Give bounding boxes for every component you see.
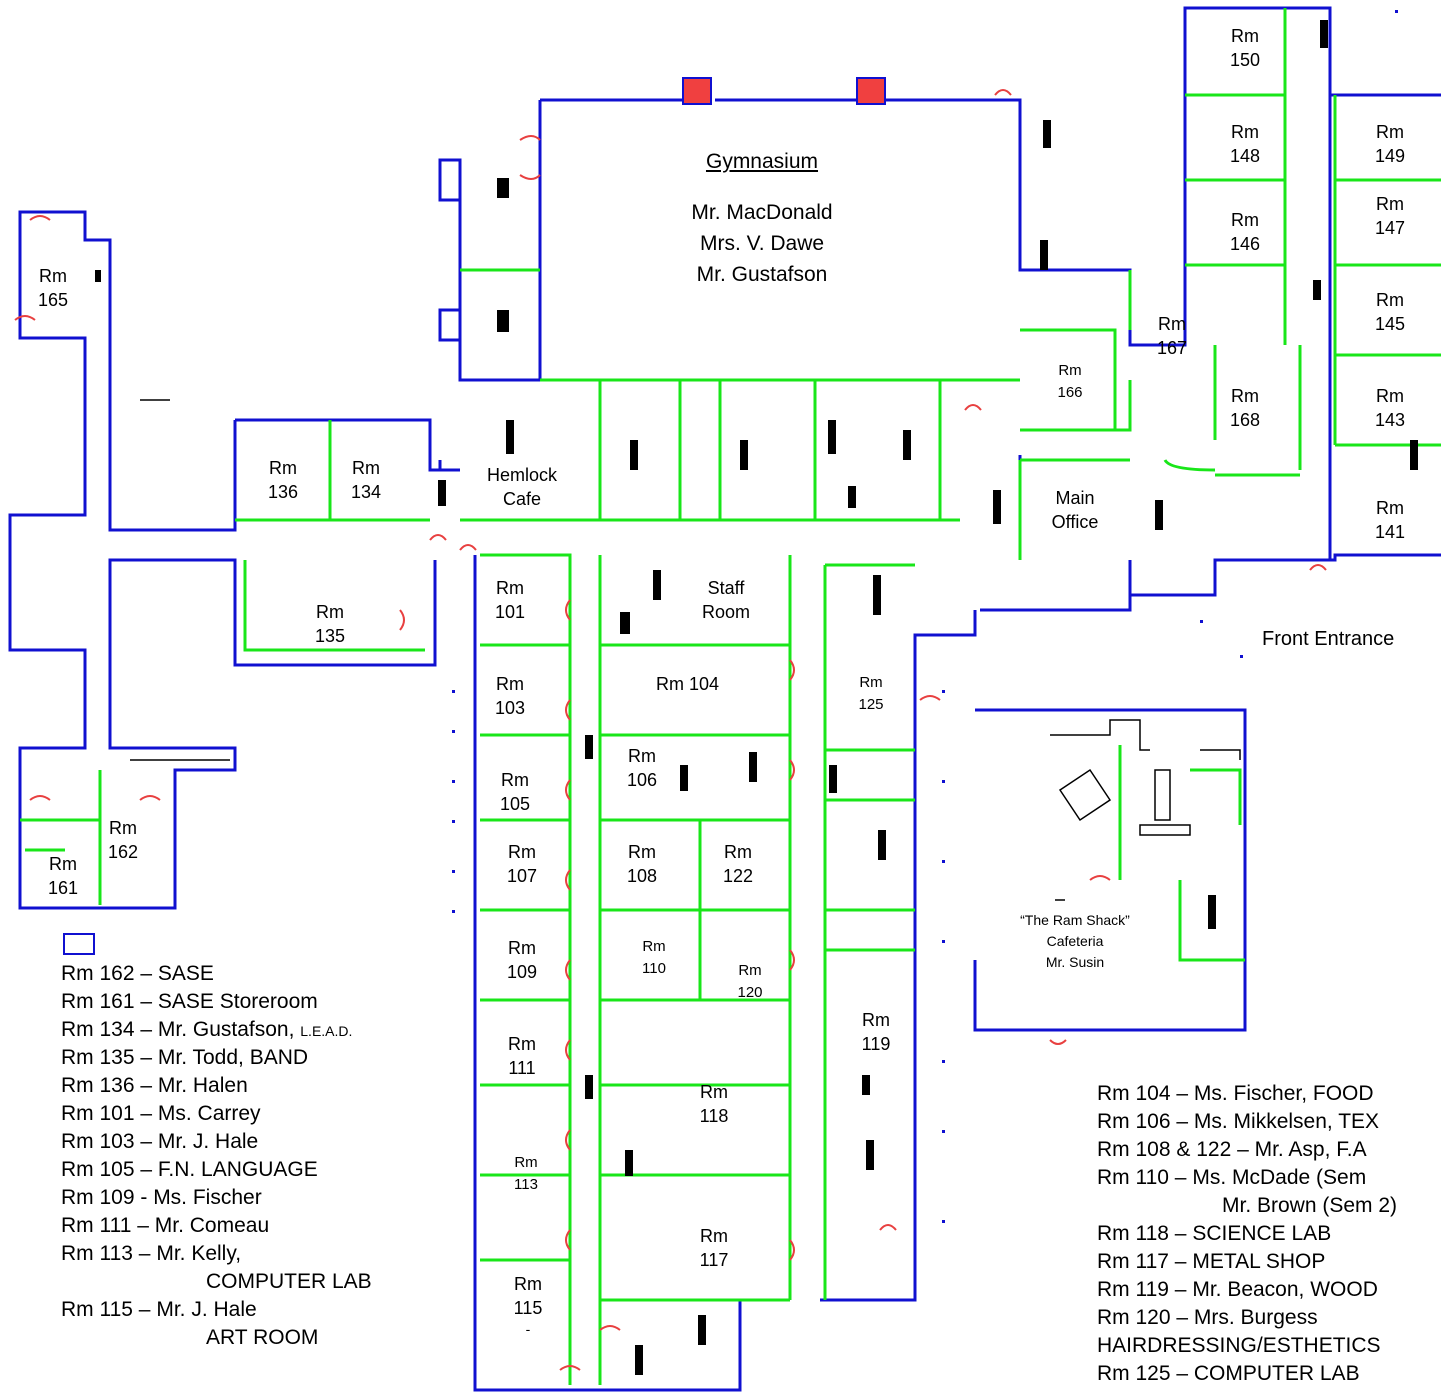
legend-item: Rm 125 – COMPUTER LAB [1097, 1362, 1360, 1385]
legend-item: HAIRDRESSING/ESTHETICS [1097, 1334, 1381, 1357]
legend-left: Rm 162 – SASE Rm 161 – SASE Storeroom Rm… [61, 960, 372, 1352]
gym-staff-1: Mr. MacDonald [691, 201, 833, 224]
legend-item: Rm 111 – Mr. Comeau [61, 1214, 270, 1237]
fixtures [95, 20, 1418, 1375]
legend-item: Rm 101 – Ms. Carrey [61, 1102, 261, 1125]
legend-item: Rm 119 – Mr. Beacon, WOOD [1097, 1278, 1378, 1301]
legend-item: Mr. Brown (Sem 2) [1222, 1194, 1398, 1217]
gymnasium-title: Gymnasium [705, 150, 819, 173]
legend-item: Rm 106 – Ms. Mikkelsen, TEX [1097, 1110, 1380, 1133]
interior-walls [20, 8, 1441, 1385]
legend-item: Rm 161 – SASE Storeroom [61, 990, 318, 1013]
entrance-doors [682, 77, 886, 105]
legend-item: Rm 113 – Mr. Kelly, [61, 1242, 242, 1265]
legend-item: Rm 162 – SASE [61, 962, 214, 985]
legend-item: Rm 103 – Mr. J. Hale [61, 1130, 259, 1153]
gym-staff-3: Mr. Gustafson [696, 263, 828, 286]
cafeteria-equipment [130, 399, 1241, 901]
legend-item: Rm 134 – Mr. Gustafson, L.E.A.D. [61, 1018, 353, 1041]
legend-item: Rm 105 – F.N. LANGUAGE [61, 1158, 318, 1181]
legend-item: Rm 108 & 122 – Mr. Asp, F.A [1097, 1138, 1367, 1161]
legend-item: Rm 135 – Mr. Todd, BAND [61, 1046, 309, 1069]
legend-item: Rm 115 – Mr. J. Hale [61, 1298, 257, 1321]
room-104-label: Rm 104 [655, 674, 720, 694]
legend-item: Rm 109 - Ms. Fischer [61, 1186, 262, 1209]
marker-dots [452, 10, 1398, 1223]
lead-abbrev: L.E.A.D. [300, 1023, 353, 1039]
small-symbol [63, 933, 95, 955]
legend-item: Rm 110 – Ms. McDade (Sem [1097, 1166, 1367, 1189]
legend-item: Rm 104 – Ms. Fischer, FOOD [1097, 1082, 1374, 1105]
legend-item: Rm 117 – METAL SHOP [1097, 1250, 1326, 1273]
legend-item: ART ROOM [206, 1326, 319, 1349]
legend-right: Rm 104 – Ms. Fischer, FOOD Rm 106 – Ms. … [1097, 1080, 1441, 1388]
legend-item: Rm 120 – Mrs. Burgess [1097, 1306, 1318, 1329]
legend-item: COMPUTER LAB [206, 1270, 372, 1293]
gymnasium-label: Gymnasium Mr. MacDonald Mrs. V. Dawe Mr.… [662, 146, 862, 290]
door-swings [14, 89, 1327, 1371]
legend-item: Rm 118 – SCIENCE LAB [1097, 1222, 1332, 1245]
legend-item: Rm 136 – Mr. Halen [61, 1074, 248, 1097]
gym-staff-2: Mrs. V. Dawe [699, 232, 825, 255]
front-entrance-label: Front Entrance [1262, 628, 1395, 650]
